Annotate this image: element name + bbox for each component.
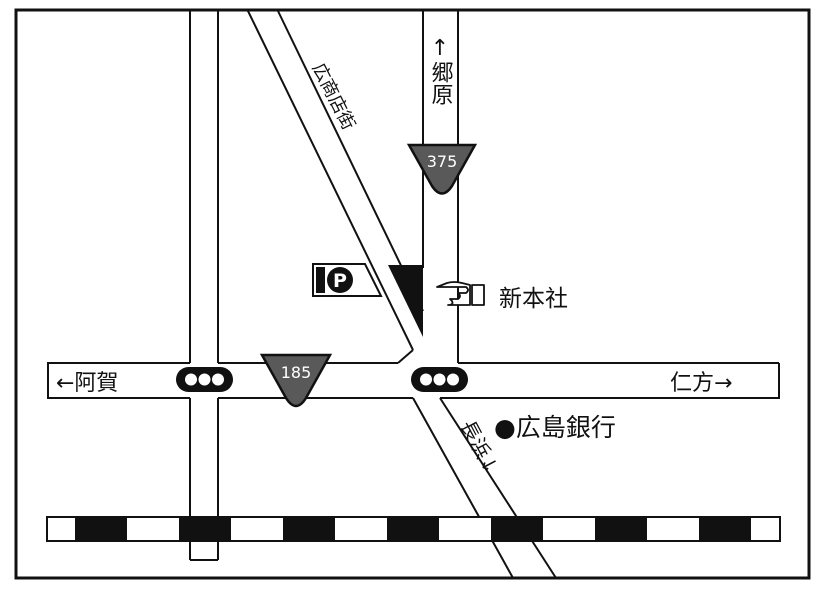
- east-direction-label: 仁方→: [670, 371, 732, 396]
- parking-symbol: P: [333, 270, 347, 292]
- railway-tie: [491, 518, 543, 540]
- road-diagonal-shopping-street: [247, 10, 424, 364]
- traffic-signal-icon: [176, 367, 233, 392]
- traffic-signal-icon: [411, 367, 468, 392]
- route-shield-375-number: 375: [427, 152, 458, 171]
- road-left-vertical: [189, 11, 219, 561]
- railway-tie: [75, 518, 127, 540]
- railway-tie: [595, 518, 647, 540]
- route-shield-185: 185: [259, 353, 333, 408]
- railway-tie: [283, 518, 335, 540]
- north-direction-label: ↑郷原: [428, 36, 454, 105]
- road-south-diagonal: [412, 397, 557, 579]
- railway-tie: [699, 518, 751, 540]
- west-direction-label: ←阿賀: [56, 371, 118, 396]
- route-shield-375: 375: [406, 143, 478, 195]
- destination-building: [388, 265, 423, 337]
- route-shield-185-number: 185: [281, 363, 312, 382]
- railway-tie: [179, 518, 231, 540]
- parking-sign: P: [312, 263, 383, 297]
- destination-label: 新本社: [499, 286, 568, 312]
- landmark-label: ●広島銀行: [494, 413, 616, 442]
- railway-track: [46, 516, 781, 542]
- road-horizontal-185: [47, 362, 780, 399]
- railway-tie: [387, 518, 439, 540]
- pointing-hand-icon: [436, 281, 485, 306]
